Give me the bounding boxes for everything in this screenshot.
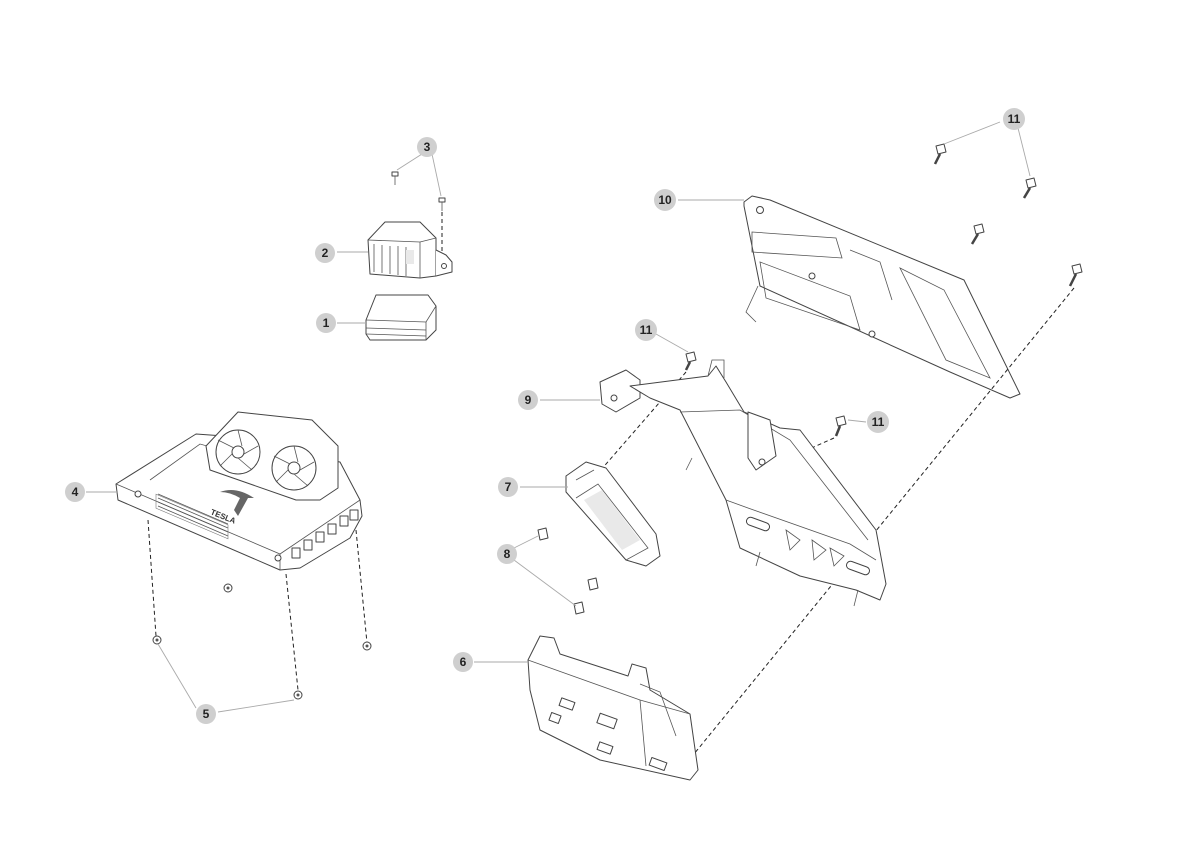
bolt-top-1: [933, 143, 947, 165]
callout-2: 2: [315, 243, 335, 263]
callout-3: 3: [417, 137, 437, 157]
dash-11-6: [693, 287, 1075, 755]
callout-label: 8: [504, 547, 511, 561]
callout-label: 11: [640, 323, 653, 337]
bolt-top-3: [970, 223, 985, 245]
callout-11b: 11: [635, 319, 657, 341]
part-8-clips: [537, 527, 599, 615]
callout-8: 8: [497, 544, 517, 564]
leader-lines: [86, 121, 1031, 713]
callout-label: 11: [1008, 112, 1021, 126]
callout-11c: 11: [867, 411, 889, 433]
callout-label: 3: [424, 140, 431, 154]
callout-label: 11: [872, 415, 885, 429]
callout-label: 10: [658, 193, 672, 207]
connector-bank: [291, 509, 359, 559]
callout-label: 1: [323, 316, 330, 330]
callout-7: 7: [498, 477, 518, 497]
heatsink-fins: [155, 493, 229, 540]
part-6-lower-module: [527, 635, 699, 781]
tesla-logo-icon: [220, 490, 254, 516]
callout-1: 1: [316, 313, 336, 333]
part-2-module-bracket: [367, 221, 453, 279]
part-1-module-box: [365, 294, 437, 341]
callout-label: 5: [203, 707, 210, 721]
callout-11a: 11: [1003, 108, 1025, 130]
bolt-top-2: [1022, 177, 1037, 199]
callout-label: 7: [505, 480, 512, 494]
bolt-mid-2: [834, 415, 847, 437]
part-3-screws: [391, 171, 446, 262]
callout-5: 5: [196, 704, 216, 724]
callout-9: 9: [518, 390, 538, 410]
callout-label: 6: [460, 655, 467, 669]
screw-small-right: [438, 197, 446, 211]
bolt-top-4: [1068, 263, 1083, 287]
screw-small-left: [391, 171, 399, 185]
part-7-module: [565, 461, 661, 567]
part-10-cover-plate: [743, 195, 1021, 399]
callout-label: 2: [322, 246, 329, 260]
callout-label: 9: [525, 393, 532, 407]
callout-4: 4: [65, 482, 85, 502]
part-4-autopilot-computer: TESLA: [115, 411, 368, 691]
part-5-nuts: [152, 583, 372, 700]
part-9-mounting-bracket: [599, 359, 887, 607]
callout-label: 4: [72, 485, 79, 499]
callout-10: 10: [654, 189, 676, 211]
bolt-mid-1: [684, 351, 697, 371]
callout-6: 6: [453, 652, 473, 672]
